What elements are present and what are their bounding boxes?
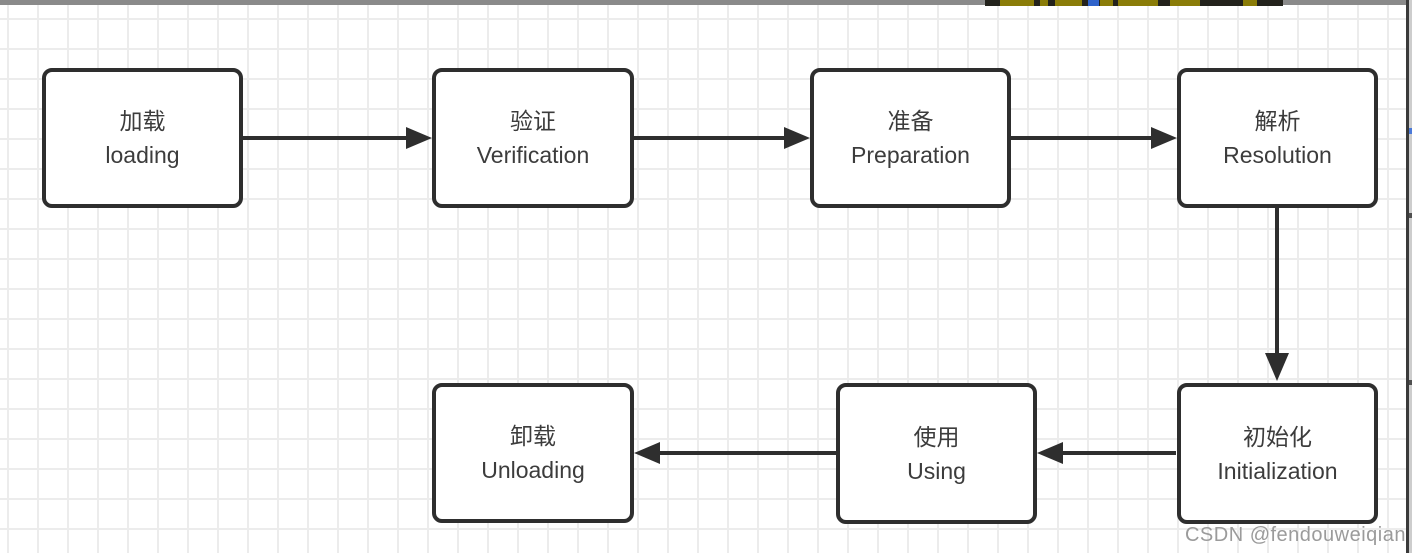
arrowhead-right-icon <box>784 127 810 149</box>
highlight-segment <box>1243 0 1257 6</box>
highlight-segment <box>1000 0 1034 6</box>
top-edge-bar <box>0 0 1412 5</box>
node-initialization-label-en: Initialization <box>1217 457 1338 484</box>
right-edge-speck <box>1409 380 1412 385</box>
arrowhead-down-icon <box>1265 353 1289 381</box>
node-preparation-label-en: Preparation <box>851 142 970 168</box>
node-loading: 加载 loading <box>42 68 243 208</box>
right-edge-border <box>1406 0 1409 553</box>
node-verification-label-zh: 验证 <box>510 108 556 134</box>
highlight-segment <box>1055 0 1082 6</box>
node-resolution-label-en: Resolution <box>1223 142 1332 168</box>
highlight-segment <box>1100 0 1113 6</box>
top-clipped-text-strip <box>985 0 1283 6</box>
node-unloading-label-en: Unloading <box>481 457 585 483</box>
node-resolution-label-zh: 解析 <box>1254 108 1301 134</box>
node-preparation: 准备 Preparation <box>810 68 1011 208</box>
arrowhead-left-icon <box>1037 442 1063 464</box>
arrow-line <box>658 451 836 455</box>
node-using-label-en: Using <box>907 457 966 484</box>
highlight-segment <box>1170 0 1200 6</box>
highlight-segment-blue <box>1088 0 1099 6</box>
right-edge-speck <box>1409 128 1412 134</box>
right-edge-speck <box>1409 213 1412 218</box>
arrow-line <box>1011 136 1153 140</box>
watermark: CSDN @fendouweiqian <box>1184 524 1406 546</box>
node-initialization-label-zh: 初始化 <box>1243 423 1312 450</box>
arrow-line <box>243 136 408 140</box>
arrow-line <box>1061 451 1176 455</box>
arrow-line <box>634 136 786 140</box>
highlight-segment <box>1040 0 1048 6</box>
right-edge-gutter <box>1409 0 1412 553</box>
arrowhead-left-icon <box>634 442 660 464</box>
node-resolution: 解析 Resolution <box>1177 68 1378 208</box>
arrow-line <box>1275 207 1279 355</box>
node-initialization: 初始化 Initialization <box>1177 383 1378 524</box>
arrowhead-right-icon <box>406 127 432 149</box>
node-loading-label-en: loading <box>105 142 180 168</box>
highlight-segment <box>1118 0 1158 6</box>
node-verification-label-en: Verification <box>476 142 590 168</box>
node-verification: 验证 Verification <box>432 68 634 208</box>
node-using-label-zh: 使用 <box>913 423 960 450</box>
node-loading-label-zh: 加载 <box>119 108 166 134</box>
arrowhead-right-icon <box>1151 127 1177 149</box>
node-unloading-label-zh: 卸载 <box>510 423 556 449</box>
node-unloading: 卸载 Unloading <box>432 383 634 523</box>
node-using: 使用 Using <box>836 383 1037 524</box>
node-preparation-label-zh: 准备 <box>887 108 934 134</box>
